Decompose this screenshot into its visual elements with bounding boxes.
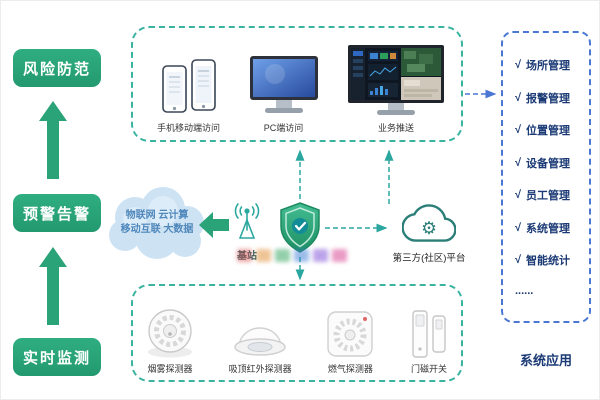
check-icon: √	[515, 91, 522, 104]
third-party-platform-node: ⚙ 第三方(社区)平台	[384, 201, 474, 264]
gear-icon: ⚙	[421, 218, 437, 238]
cloud-keywords-line2: 移动互联 大数据	[120, 224, 194, 235]
check-icon: √	[515, 124, 522, 137]
pillar-realtime-monitoring: 实时监测	[13, 338, 101, 376]
iot-cloud-node: 物联网 云计算 移动互联 大数据	[101, 183, 213, 267]
cloud-gear-icon: ⚙	[401, 204, 457, 242]
dashboard-monitor-icon	[347, 45, 444, 115]
third-party-platform-label: 第三方(社区)平台	[392, 253, 466, 264]
check-icon: √	[515, 59, 522, 72]
app-item-label: 场所管理	[526, 60, 571, 73]
check-icon: √	[515, 254, 522, 267]
mobile-phones-icon	[161, 59, 216, 113]
up-arrow-icon	[39, 101, 67, 179]
mobile-access-node: 手机移动端访问	[157, 58, 220, 134]
check-icon: √	[515, 221, 522, 234]
app-item-system: √ 系统管理	[515, 220, 585, 236]
app-item-venue: √ 场所管理	[515, 57, 585, 73]
gas-detector-node: 燃气探测器	[325, 309, 375, 375]
business-push-node: 业务推送	[347, 44, 445, 134]
applications-box: √ 场所管理 √ 报警管理 √ 位置管理 √ 设备管理 √ 员工管理 √ 系统管理 √ 智能统…	[501, 31, 591, 323]
cloud-keywords: 物联网 云计算 移动互联 大数据	[101, 209, 213, 237]
app-item-label: 设备管理	[526, 157, 571, 170]
gas-detector-label: 燃气探测器	[327, 364, 373, 374]
antenna-icon	[234, 203, 260, 239]
business-push-label: 业务推送	[377, 123, 414, 133]
smoke-detector-icon	[148, 309, 192, 358]
pc-monitor-icon	[249, 56, 318, 113]
door-contact-icon	[412, 310, 446, 358]
pillar-early-warning: 预警告警	[13, 194, 101, 232]
app-item-ellipsis: ......	[515, 285, 585, 297]
app-item-label: 智能统计	[526, 255, 571, 268]
base-station-label: 基站	[237, 251, 257, 262]
app-item-statistics: √ 智能统计	[515, 252, 585, 268]
app-item-label: 位置管理	[526, 125, 571, 138]
app-item-device: √ 设备管理	[515, 155, 585, 171]
app-item-location: √ 位置管理	[515, 122, 585, 138]
app-item-label: 报警管理	[526, 92, 571, 105]
pc-access-label: PC端访问	[263, 123, 304, 133]
infrared-detector-node: 吸顶红外探测器	[229, 309, 292, 375]
ellipsis-text: ......	[515, 284, 534, 297]
sensors-box: 烟雾探测器 吸顶红外探测器 燃气探测器	[131, 284, 463, 382]
app-item-label: 系统管理	[526, 222, 571, 235]
access-methods-box: 手机移动端访问 PC端访问	[131, 26, 463, 142]
mobile-access-label: 手机移动端访问	[157, 123, 221, 133]
door-contact-label: 门磁开关	[410, 364, 447, 374]
app-item-staff: √ 员工管理	[515, 187, 585, 203]
pillar-risk-prevention: 风险防范	[13, 49, 101, 87]
cloud-icon	[109, 187, 204, 259]
shield-icon	[280, 202, 320, 253]
check-icon: √	[515, 156, 522, 169]
security-shield-node	[277, 201, 323, 260]
infrared-detector-label: 吸顶红外探测器	[228, 364, 292, 374]
pc-access-node: PC端访问	[245, 54, 323, 134]
check-icon: √	[515, 189, 522, 202]
smoke-detector-label: 烟雾探测器	[147, 364, 193, 374]
app-item-alarm: √ 报警管理	[515, 90, 585, 106]
up-arrow-icon	[39, 247, 67, 325]
smoke-detector-node: 烟雾探测器	[145, 307, 195, 375]
ceiling-infrared-icon	[234, 327, 286, 356]
app-item-label: 员工管理	[526, 190, 571, 203]
cloud-keywords-line1: 物联网 云计算	[125, 210, 189, 221]
system-application-caption: 系统应用	[519, 353, 572, 368]
gas-detector-icon	[327, 311, 374, 357]
door-contact-node: 门磁开关	[409, 309, 449, 375]
base-station-node: 基站	[225, 200, 269, 262]
